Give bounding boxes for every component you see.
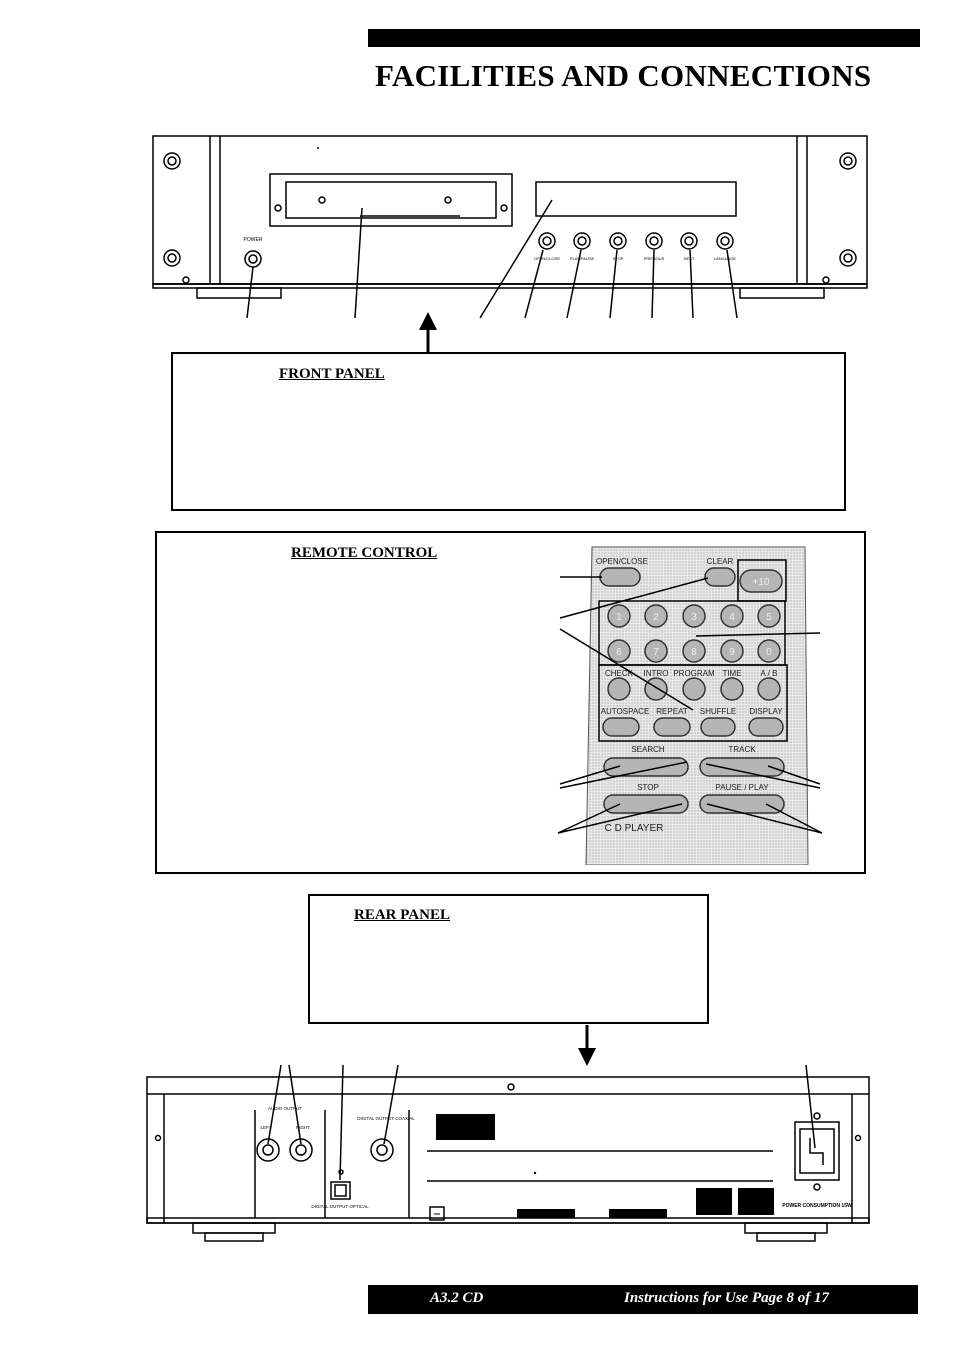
front-btn-label: PREVIOUS — [644, 256, 665, 261]
rear-panel-illustration: AUDIO OUTPUT LEFT RIGHT DIGITAL OUTPUT C… — [146, 1025, 870, 1242]
remote-digit-label: 6 — [616, 647, 622, 658]
remote-stop-label: STOP — [637, 783, 659, 792]
remote-check-label: CHECK — [605, 669, 634, 678]
remote-ab-label: A / B — [761, 669, 778, 678]
footer-model: A3.2 CD — [430, 1290, 484, 1306]
remote-track-label: TRACK — [728, 745, 756, 754]
remote-control-illustration: OPEN/CLOSE CLEAR +10 1 2 3 4 5 6 7 8 9 0… — [557, 546, 823, 865]
remote-program-label: PROGRAM — [673, 669, 715, 678]
remote-digit-label: 2 — [653, 612, 659, 623]
remote-time-label: TIME — [722, 669, 741, 678]
remote-plus10-label: +10 — [753, 577, 770, 588]
remote-intro-label: INTRO — [644, 669, 669, 678]
remote-pause-play-label: PAUSE / PLAY — [715, 783, 769, 792]
remote-digit-label: 1 — [616, 612, 622, 623]
rear-digital-coaxial-label: DIGITAL OUTPUT COAXIAL — [357, 1116, 415, 1121]
page-title: FACILITIES AND CONNECTIONS — [375, 58, 872, 93]
remote-digit-label: 5 — [766, 612, 772, 623]
remote-digit-label: 4 — [729, 612, 735, 623]
remote-control-heading: REMOTE CONTROL — [291, 545, 438, 561]
remote-repeat-label: REPEAT — [656, 707, 688, 716]
footer-bar: A3.2 CD Instructions for Use Page 8 of 1… — [368, 1285, 918, 1314]
remote-digit-label: 0 — [766, 647, 772, 658]
front-panel-box — [171, 352, 846, 511]
front-btn-label: LANGUAGE — [714, 256, 737, 261]
rear-audio-output-label: AUDIO OUTPUT — [268, 1106, 302, 1111]
remote-autospace-label: AUTOSPACE — [601, 707, 650, 716]
header-bar — [368, 29, 920, 47]
front-btn-label: NEXT — [684, 256, 695, 261]
front-panel-illustration: POWER OPEN/CLOSE PLAY/PAUSE STOP PREVIOU… — [152, 135, 868, 352]
remote-digit-label: 9 — [729, 647, 735, 658]
remote-search-label: SEARCH — [631, 745, 665, 754]
rear-panel-heading: REAR PANEL — [354, 907, 450, 923]
front-btn-label: OPEN/CLOSE — [534, 256, 560, 261]
rear-power-consumption-label: POWER CONSUMPTION 15W — [782, 1203, 852, 1209]
front-btn-label: STOP — [613, 256, 624, 261]
remote-digit-label: 8 — [691, 647, 697, 658]
remote-shuffle-label: SHUFFLE — [700, 707, 736, 716]
arrow-down-icon — [578, 1025, 596, 1066]
footer-page-info: Instructions for Use Page 8 of 17 — [624, 1290, 830, 1306]
remote-clear-label: CLEAR — [707, 557, 734, 566]
arrow-up-icon — [419, 312, 437, 352]
remote-brand-label: C D PLAYER — [605, 823, 664, 834]
remote-digit-label: 3 — [691, 612, 697, 623]
rear-digital-optical-label: DIGITAL OUTPUT OPTICAL — [311, 1204, 369, 1209]
remote-digit-label: 7 — [653, 647, 659, 658]
front-btn-label: PLAY/PAUSE — [570, 256, 595, 261]
front-power-label: POWER — [244, 237, 263, 243]
rear-left-label: LEFT — [260, 1125, 271, 1130]
front-panel-heading: FRONT PANEL — [279, 366, 385, 382]
rear-panel-box — [308, 894, 709, 1024]
remote-display-label: DISPLAY — [749, 707, 783, 716]
remote-open-close-label: OPEN/CLOSE — [596, 557, 648, 566]
rear-right-label: RIGHT — [296, 1125, 310, 1130]
